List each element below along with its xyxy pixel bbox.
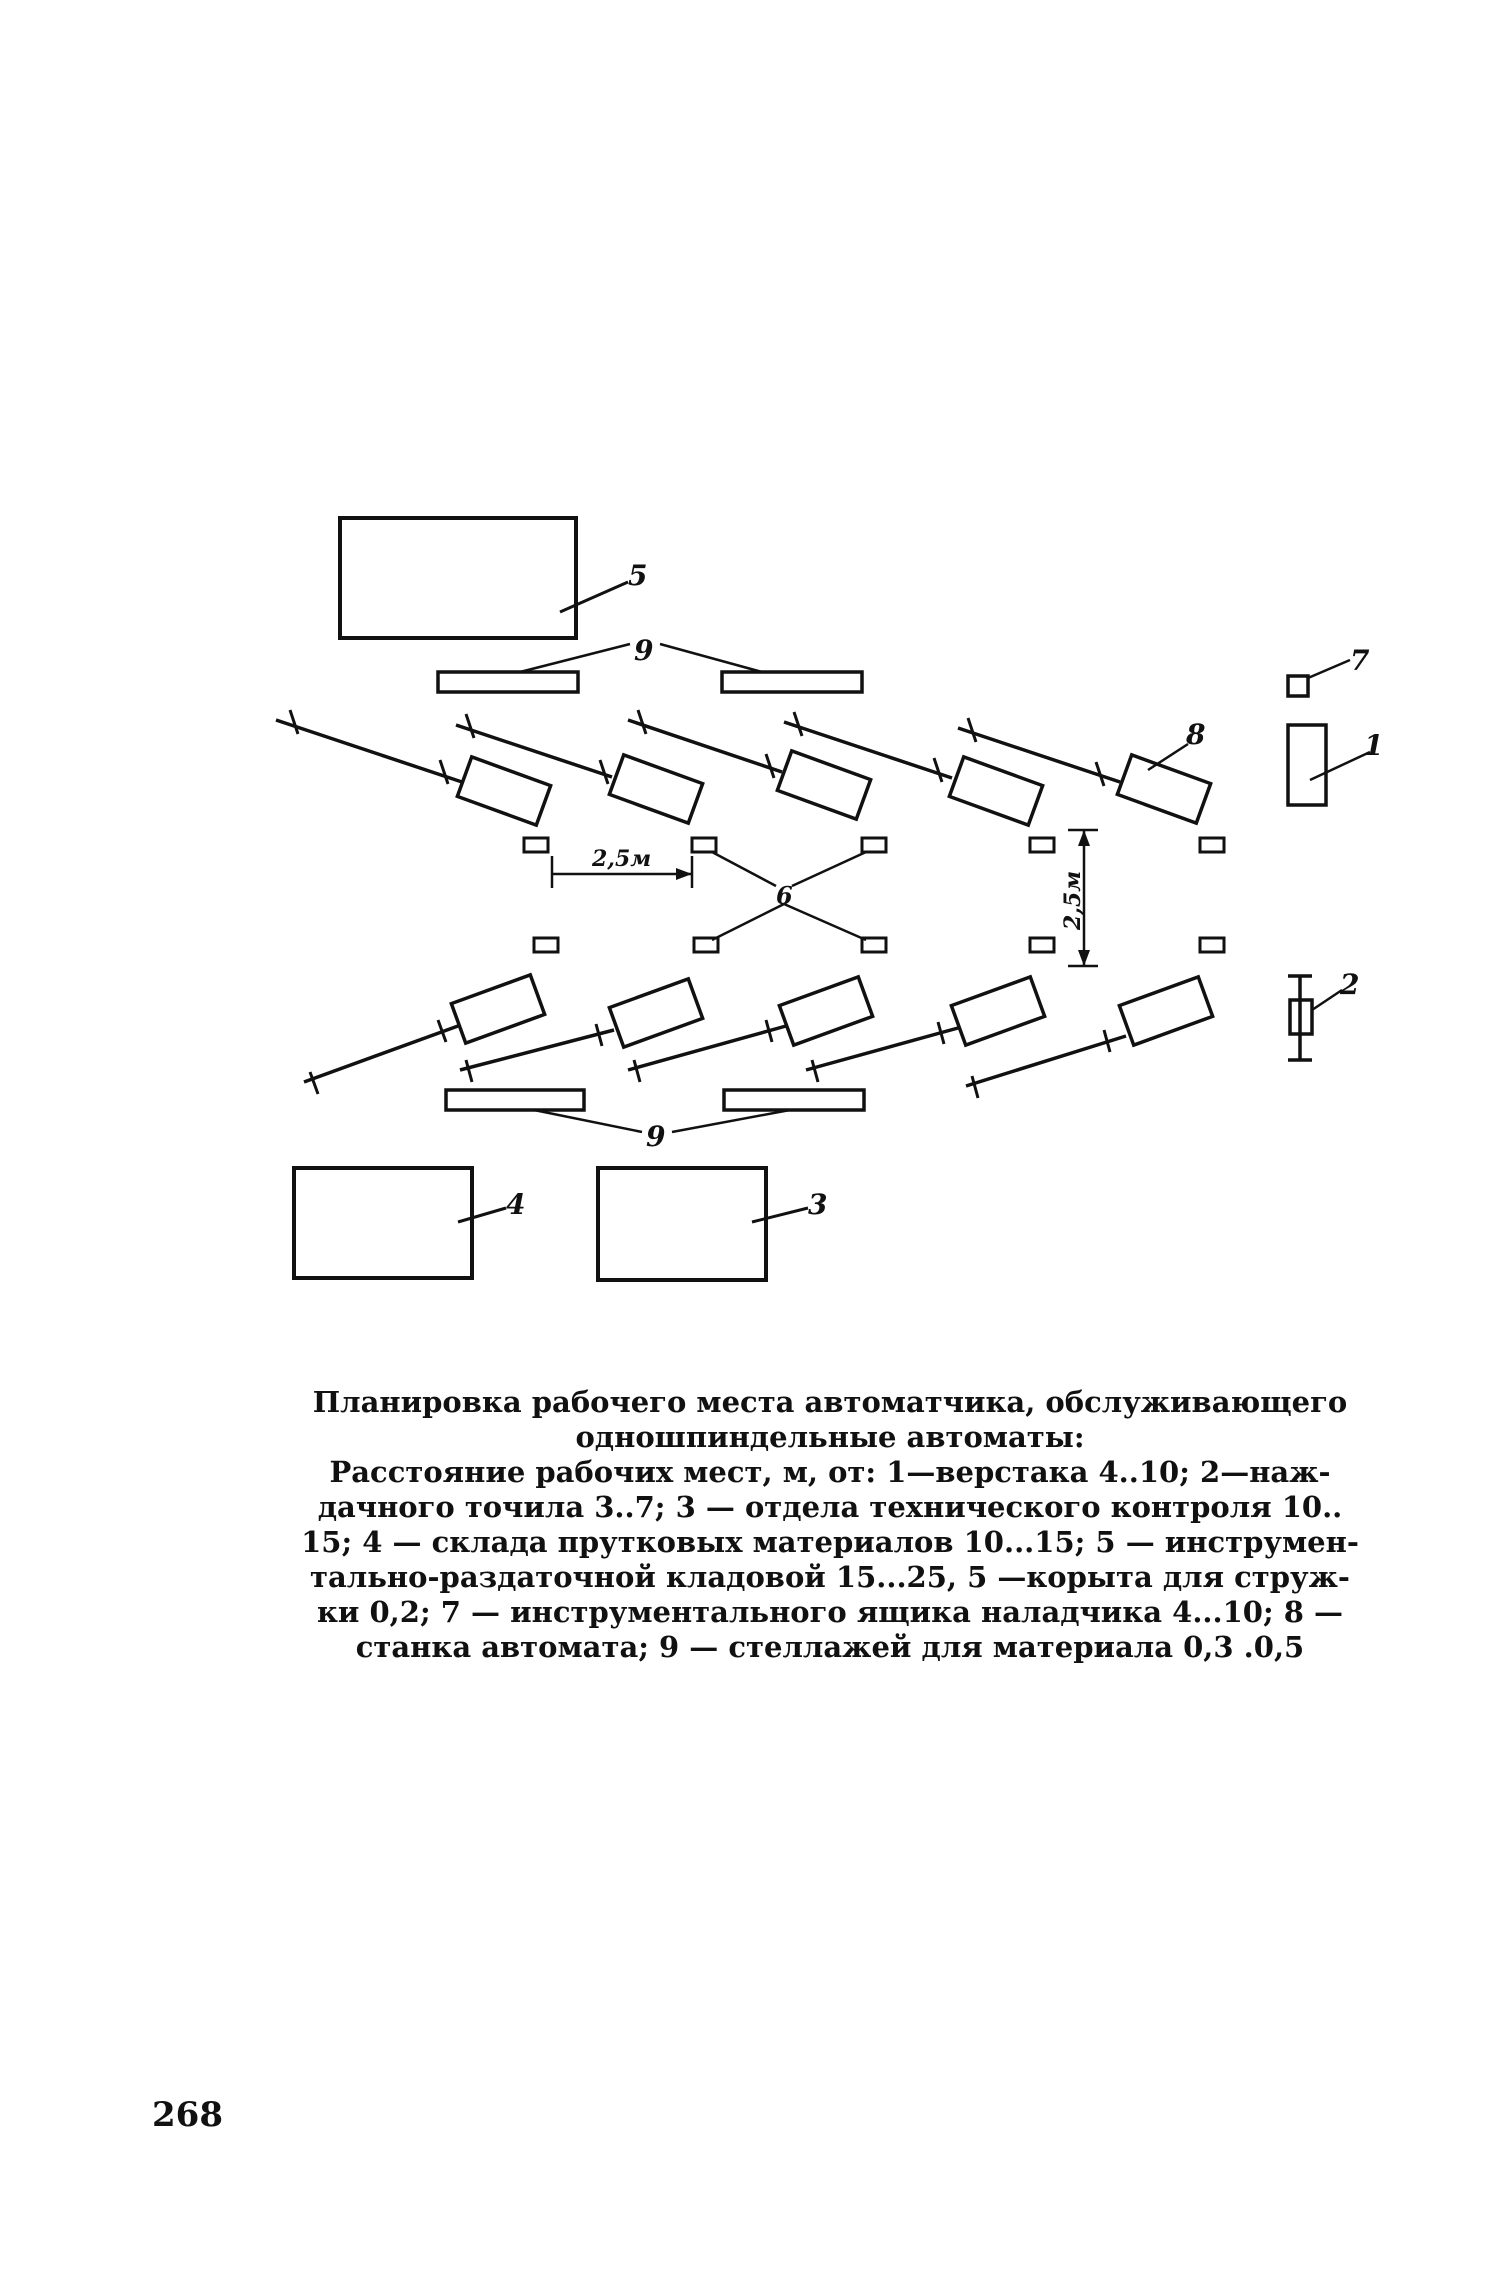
leader-2 — [1311, 988, 1343, 1012]
machine-8-top-1 — [455, 754, 553, 828]
label-6: 6 — [776, 881, 793, 910]
block-3-inspection — [596, 1166, 768, 1282]
item-1-workbench — [1286, 723, 1328, 807]
machine-8-bottom-3 — [777, 974, 875, 1048]
caption-body-line-6: станка автомата; 9 — стеллажей для матер… — [355, 1630, 1305, 1664]
leader-3 — [751, 1206, 809, 1224]
machine-8-top-5 — [1115, 752, 1213, 826]
machine-8-bottom-4 — [949, 974, 1047, 1048]
dimension-horizontal — [550, 856, 694, 888]
rack-9-top-left — [436, 670, 580, 694]
caption-body-line-4: тально-раздаточной кладовой 15...25, 5 —… — [310, 1560, 1350, 1594]
label-7: 7 — [1350, 644, 1370, 677]
leader-7 — [1307, 658, 1351, 680]
caption-title-line-2: одношпиндельные автоматы: — [575, 1420, 1085, 1454]
label-2: 2 — [1339, 968, 1359, 1001]
label-5: 5 — [628, 559, 647, 592]
block-4-bar-store — [292, 1166, 474, 1280]
rack-9-top-right — [720, 670, 864, 694]
label-4: 4 — [506, 1188, 525, 1221]
workplace-layout-diagram: 5 9 7 1 8 — [275, 516, 1383, 1282]
dimension-vertical-label: 2,5м — [1060, 871, 1086, 931]
leader-9-bottom-a — [533, 1108, 643, 1134]
leader-5 — [559, 580, 629, 614]
machine-8-bottom-5 — [1117, 974, 1215, 1048]
caption-body-line-3: 15; 4 — склада прутковых материалов 10..… — [301, 1525, 1359, 1559]
leader-4 — [457, 1206, 507, 1224]
label-3: 3 — [808, 1188, 827, 1221]
dimension-vertical — [1068, 828, 1098, 968]
item-7-tool-box — [1286, 674, 1310, 698]
block-5-tool-storeroom — [338, 516, 578, 640]
item-2-grinder — [1288, 974, 1314, 1062]
leader-9-top-b — [659, 642, 763, 674]
label-9-top: 9 — [634, 634, 653, 667]
label-1: 1 — [1364, 729, 1383, 762]
chip-trays — [522, 836, 1226, 954]
machine-8-top-3 — [775, 748, 873, 822]
machines-top-row — [275, 709, 1213, 828]
caption-body-line-5: ки 0,2; 7 — инструментального ящика нала… — [316, 1595, 1344, 1629]
label-9-bottom: 9 — [646, 1120, 665, 1153]
machine-8-bottom-1 — [449, 972, 547, 1046]
leader-9-bottom-b — [671, 1108, 791, 1134]
machine-8-top-4 — [947, 754, 1045, 828]
caption-title-line-1: Планировка рабочего места автоматчика, о… — [312, 1385, 1348, 1419]
dimension-horizontal-label: 2,5м — [591, 846, 651, 872]
page-number: 268 — [152, 2095, 223, 2135]
leader-9-top-a — [519, 642, 631, 674]
machine-8-bottom-2 — [607, 976, 705, 1050]
machine-8-top-2 — [607, 752, 705, 826]
label-8: 8 — [1185, 718, 1205, 751]
caption-body-line-2: дачного точила 3..7; 3 — отдела техничес… — [317, 1490, 1343, 1524]
rack-9-bottom-right — [722, 1088, 866, 1112]
leaders-6 — [711, 850, 867, 942]
rack-9-bottom-left — [444, 1088, 586, 1112]
caption-body-line-1: Расстояние рабочих мест, м, от: 1—верста… — [329, 1455, 1331, 1489]
leader-1 — [1309, 750, 1371, 782]
figure-caption: Планировка рабочего места автоматчика, о… — [300, 1385, 1360, 1665]
leader-8 — [1147, 742, 1189, 772]
machines-bottom-row — [303, 972, 1215, 1099]
